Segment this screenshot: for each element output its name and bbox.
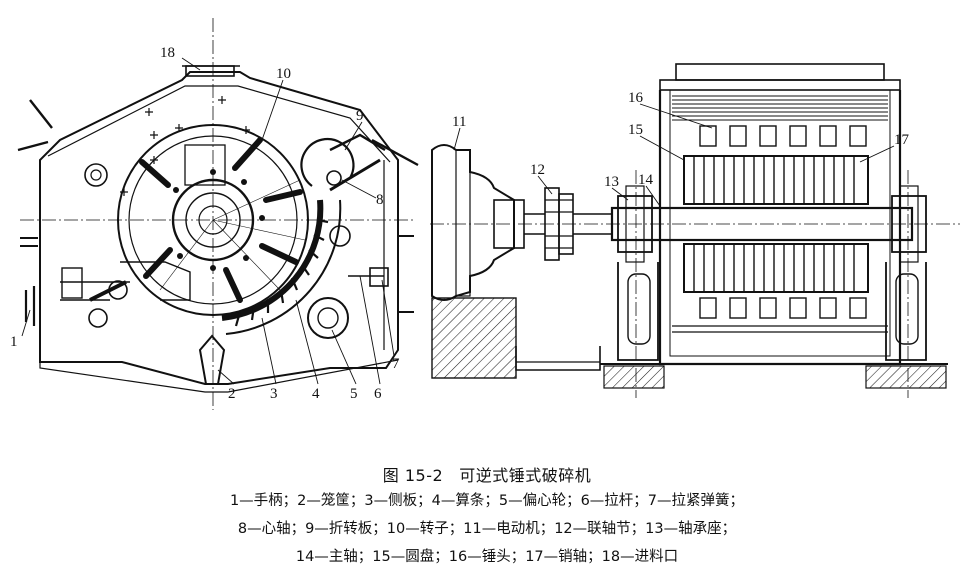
- part-label-14: 14: [638, 172, 654, 188]
- figure-number: 图 15-2: [382, 466, 444, 485]
- part-label-11: 11: [452, 114, 466, 130]
- cross-section-view: [17, 18, 419, 410]
- part-label-8: 8: [376, 192, 384, 208]
- leader-lines: [21, 57, 895, 385]
- part-label-12: 12: [530, 162, 545, 178]
- figure-caption: 图 15-2 可逆式锤式破碎机: [0, 462, 974, 486]
- legend-line-1: 1—手柄；2—笼筐；3—侧板；4—算条；5—偏心轮；6—拉杆；7—拉紧弹簧；: [229, 493, 745, 509]
- part-label-18: 18: [160, 45, 175, 61]
- part-label-4: 4: [312, 386, 320, 402]
- part-label-1: 1: [10, 334, 18, 350]
- part-label-16: 16: [628, 90, 644, 106]
- figure-title: 可逆式锤式破碎机: [459, 466, 592, 485]
- part-labels: 18 10 9 8 7 6 5 4 3 2 1 11 12 13 14 15 1…: [10, 45, 910, 402]
- part-label-3: 3: [270, 386, 278, 402]
- part-label-5: 5: [350, 386, 358, 402]
- part-label-6: 6: [374, 386, 382, 402]
- part-label-10: 10: [276, 66, 291, 82]
- part-label-2: 2: [228, 386, 236, 402]
- part-label-13: 13: [604, 174, 619, 190]
- motor-and-coupling: [430, 144, 960, 379]
- part-label-9: 9: [356, 108, 364, 124]
- longitudinal-section-view: [600, 63, 948, 398]
- part-label-17: 17: [894, 132, 910, 148]
- legend-line-3: 14—主轴；15—圆盘；16—锤头；17—销轴；18—进料口: [295, 549, 679, 565]
- part-label-15: 15: [628, 122, 643, 138]
- legend-line-2: 8—心轴；9—折转板；10—转子；11—电动机；12—联轴节；13—轴承座；: [237, 521, 737, 537]
- part-label-7: 7: [392, 356, 400, 372]
